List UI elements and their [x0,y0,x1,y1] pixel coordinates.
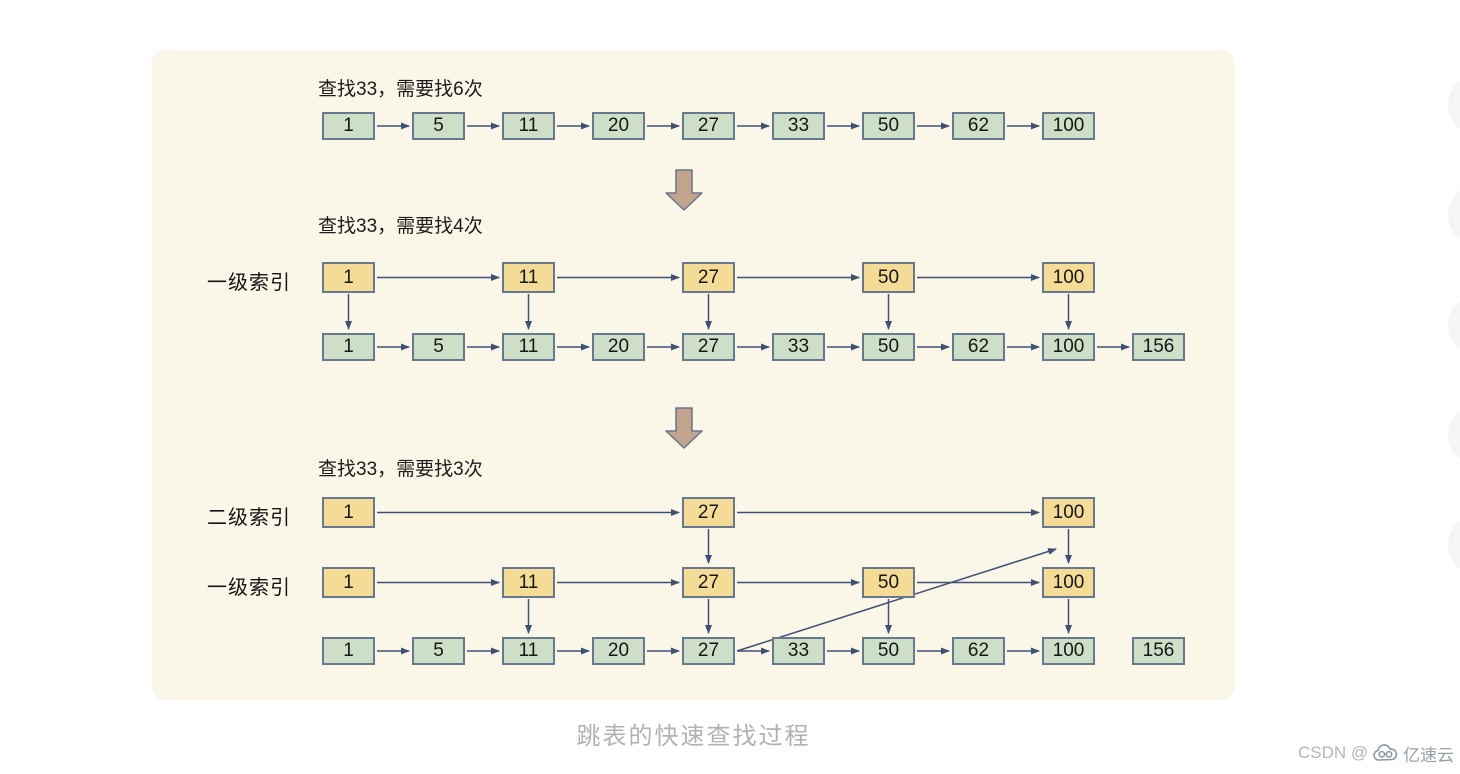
node-box-27: 27 [682,333,735,361]
section-title-3-steps: 查找33，需要找3次 [318,459,483,480]
node-box-5: 5 [412,112,465,140]
node-box-62: 62 [952,333,1005,361]
node-box-27: 27 [682,637,735,665]
node-box-33: 33 [772,637,825,665]
node-box-62: 62 [952,637,1005,665]
node-box-50: 50 [862,333,915,361]
yisuyun-cloud-logo-icon [1372,743,1399,764]
node-box-1: 1 [322,262,375,293]
node-box-27: 27 [682,567,735,598]
node-box-11: 11 [502,112,555,140]
node-box-5: 5 [412,637,465,665]
yisuyun-watermark-text: 亿速云 [1403,745,1455,765]
node-box-50: 50 [862,637,915,665]
node-box-1: 1 [322,497,375,528]
diagram-caption: 跳表的快速查找过程 [576,723,811,750]
node-box-33: 33 [772,333,825,361]
node-box-50: 50 [862,262,915,293]
node-box-11: 11 [502,262,555,293]
node-box-100: 100 [1042,112,1095,140]
node-box-11: 11 [502,567,555,598]
node-box-1: 1 [322,112,375,140]
node-box-1: 1 [322,333,375,361]
node-box-5: 5 [412,333,465,361]
watermark: CSDN @ 亿速云 [1298,741,1454,765]
node-box-20: 20 [592,112,645,140]
node-box-11: 11 [502,637,555,665]
node-box-62: 62 [952,112,1005,140]
node-box-50: 50 [862,567,915,598]
node-box-1: 1 [322,567,375,598]
node-box-11: 11 [502,333,555,361]
node-box-1: 1 [322,637,375,665]
node-box-27: 27 [682,112,735,140]
node-box-27: 27 [682,497,735,528]
node-box-156: 156 [1132,333,1185,361]
node-box-100: 100 [1042,497,1095,528]
node-box-100: 100 [1042,637,1095,665]
level1-index-label: 一级索引 [207,272,291,294]
section-title-4-steps: 查找33，需要找4次 [318,216,483,237]
node-box-100: 100 [1042,567,1095,598]
node-box-100: 100 [1042,333,1095,361]
node-box-20: 20 [592,333,645,361]
level2-index-label: 二级索引 [207,507,291,529]
node-box-50: 50 [862,112,915,140]
csdn-watermark-text: CSDN @ [1298,743,1369,762]
node-box-20: 20 [592,637,645,665]
section-title-6-steps: 查找33，需要找6次 [318,79,483,100]
node-box-156: 156 [1132,637,1185,665]
node-box-27: 27 [682,262,735,293]
level1-index-label: 一级索引 [207,577,291,599]
node-box-33: 33 [772,112,825,140]
node-box-100: 100 [1042,262,1095,293]
